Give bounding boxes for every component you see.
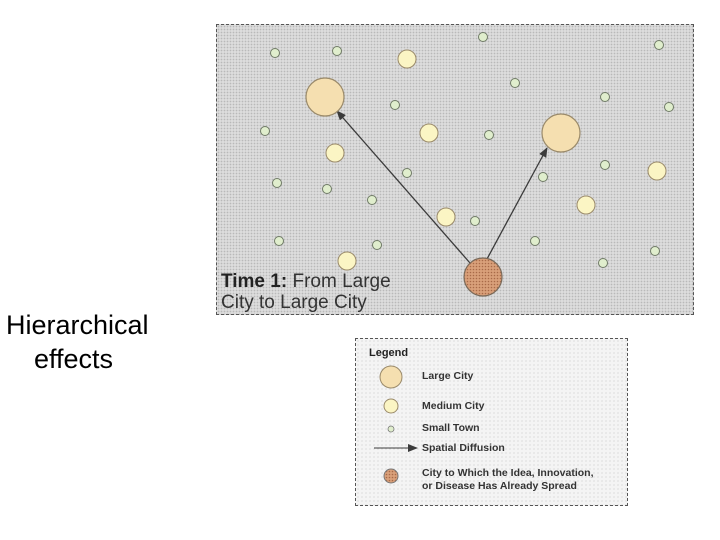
- map-caption: Time 1: From Large City to Large City: [221, 271, 391, 313]
- legend-label-spatial-diffusion: Spatial Diffusion: [422, 442, 505, 454]
- legend-title: Legend: [369, 347, 409, 359]
- map-canvas: [260, 32, 674, 297]
- large-city: [305, 77, 345, 117]
- small-town: [600, 160, 610, 170]
- legend-label-large-city: Large City: [422, 370, 474, 382]
- small-towns: [260, 32, 674, 268]
- medium-city: [397, 49, 417, 69]
- legend-label-origin-line1: City to Which the Idea, Innovation,: [422, 467, 594, 479]
- diffusion-arrow-to-right-city: [486, 147, 548, 260]
- origin-city: [463, 257, 503, 297]
- legend-label-small-town: Small Town: [422, 422, 480, 434]
- slide-label-line1: Hierarchical: [6, 310, 149, 340]
- medium-cities: [325, 49, 667, 271]
- caption-time-label: Time 1:: [221, 271, 288, 292]
- small-town-symbol: [387, 425, 395, 433]
- medium-city: [337, 251, 357, 271]
- medium-city: [436, 207, 456, 227]
- small-town: [654, 40, 664, 50]
- small-town: [322, 184, 332, 194]
- spatial-diffusion-arrow-icon: [374, 444, 418, 452]
- medium-city-symbol: [383, 398, 399, 414]
- large-city: [541, 113, 581, 153]
- small-town: [598, 258, 608, 268]
- medium-city: [419, 123, 439, 143]
- diffusion-map: Time 1: From Large City to Large City: [216, 24, 694, 315]
- small-town: [272, 178, 282, 188]
- medium-city: [647, 161, 667, 181]
- small-town: [484, 130, 494, 140]
- small-town: [510, 78, 520, 88]
- small-town: [332, 46, 342, 56]
- small-town: [538, 172, 548, 182]
- small-town: [530, 236, 540, 246]
- large-cities: [305, 77, 581, 297]
- small-town: [664, 102, 674, 112]
- medium-city: [325, 143, 345, 163]
- caption-text-line2: City to Large City: [221, 292, 367, 313]
- small-town: [372, 240, 382, 250]
- small-town: [390, 100, 400, 110]
- caption-text-line1: From Large: [287, 271, 391, 292]
- legend: Legend Large City Medium City Small Town…: [355, 338, 628, 506]
- diffusion-arrow-to-left-city: [336, 110, 471, 264]
- small-town: [274, 236, 284, 246]
- legend-label-medium-city: Medium City: [422, 400, 485, 412]
- origin-city-symbol: [383, 468, 399, 484]
- medium-city: [576, 195, 596, 215]
- small-town: [470, 216, 480, 226]
- small-town: [650, 246, 660, 256]
- small-town: [600, 92, 610, 102]
- small-town: [367, 195, 377, 205]
- small-town: [478, 32, 488, 42]
- legend-label-origin-city: City to Which the Idea, Innovation, or D…: [422, 467, 594, 493]
- slide-label-line2: effects: [34, 344, 114, 374]
- large-city-symbol: [379, 365, 403, 389]
- small-town: [260, 126, 270, 136]
- slide-label: Hierarchical effects: [6, 308, 149, 376]
- legend-label-origin-line2: or Disease Has Already Spread: [422, 480, 577, 492]
- small-town: [402, 168, 412, 178]
- small-town: [270, 48, 280, 58]
- diffusion-arrows: [336, 110, 548, 264]
